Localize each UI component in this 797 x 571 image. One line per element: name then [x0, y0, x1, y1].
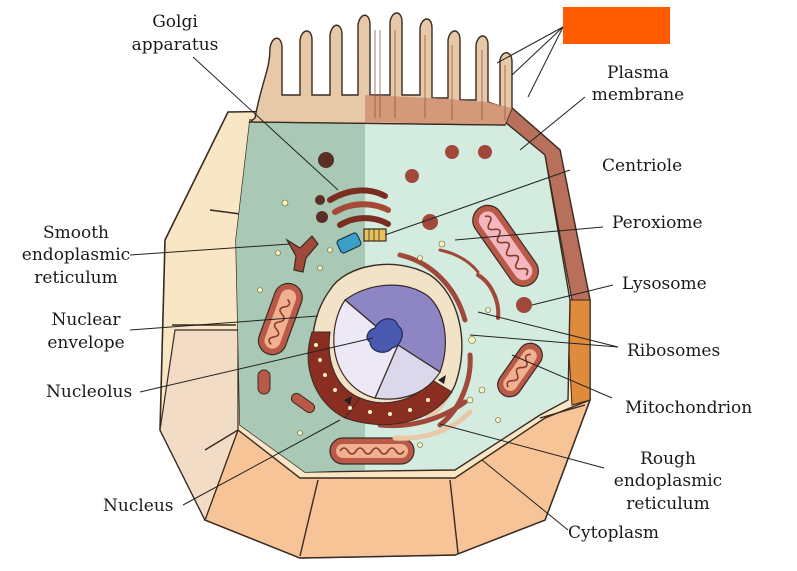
leader-plasma [519, 96, 586, 151]
label-nuclear-envelope-1: Nuclear [51, 310, 121, 330]
nucleolus [366, 318, 403, 353]
leader-rough-er [439, 423, 605, 469]
leader-nucleus [182, 419, 341, 506]
label-rough-er-2: endoplasmic [614, 471, 722, 491]
label-ribosomes: Ribosomes [627, 341, 720, 361]
leader-nucleolus [139, 337, 374, 393]
leader-ribosomes-a [477, 311, 619, 348]
lysosomes [405, 145, 532, 313]
label-rough-er-3: reticulum [626, 494, 709, 514]
hidden-label-leaders [496, 26, 564, 98]
label-smooth-er-1: Smooth [43, 223, 109, 243]
labels: Golgi apparatus Plasma membrane Centriol… [22, 12, 752, 543]
label-nuclear-envelope-2: envelope [47, 333, 124, 353]
label-nucleus: Nucleus [103, 496, 174, 516]
hidden-label-box [563, 7, 670, 44]
leader-ribosomes-b [469, 334, 619, 348]
smooth-er [285, 235, 319, 273]
label-mitochondrion: Mitochondrion [625, 398, 752, 418]
centriole [336, 228, 387, 254]
plasma-membrane-microvilli [248, 12, 513, 126]
leader-centriole [384, 169, 571, 236]
label-peroxiome: Peroxiome [612, 213, 703, 233]
label-golgi-1: Golgi [152, 12, 198, 32]
leader-nuclear-envelope [129, 315, 319, 331]
leader-lines [129, 56, 619, 531]
label-smooth-er-3: reticulum [34, 268, 117, 288]
leader-lysosome [531, 284, 614, 306]
leader-cytoplasm [481, 459, 569, 531]
label-rough-er-1: Rough [640, 449, 696, 469]
label-plasma-2: membrane [592, 85, 684, 105]
nucleus [307, 263, 463, 426]
nuclear-ribosome-dots [314, 343, 430, 416]
leader-mitochondrion [511, 354, 613, 399]
label-smooth-er-2: endoplasmic [22, 245, 130, 265]
golgi-apparatus [315, 152, 391, 228]
label-lysosome: Lysosome [622, 274, 707, 294]
leader-golgi [192, 56, 339, 191]
label-plasma-1: Plasma [607, 63, 669, 83]
label-nucleolus: Nucleolus [46, 382, 132, 402]
leader-smooth-er [129, 243, 291, 256]
ribosome-dots [257, 199, 501, 448]
label-golgi-2: apparatus [132, 35, 219, 55]
label-centriole: Centriole [602, 156, 682, 176]
label-cytoplasm: Cytoplasm [568, 523, 659, 543]
leader-peroxiome [454, 226, 604, 241]
